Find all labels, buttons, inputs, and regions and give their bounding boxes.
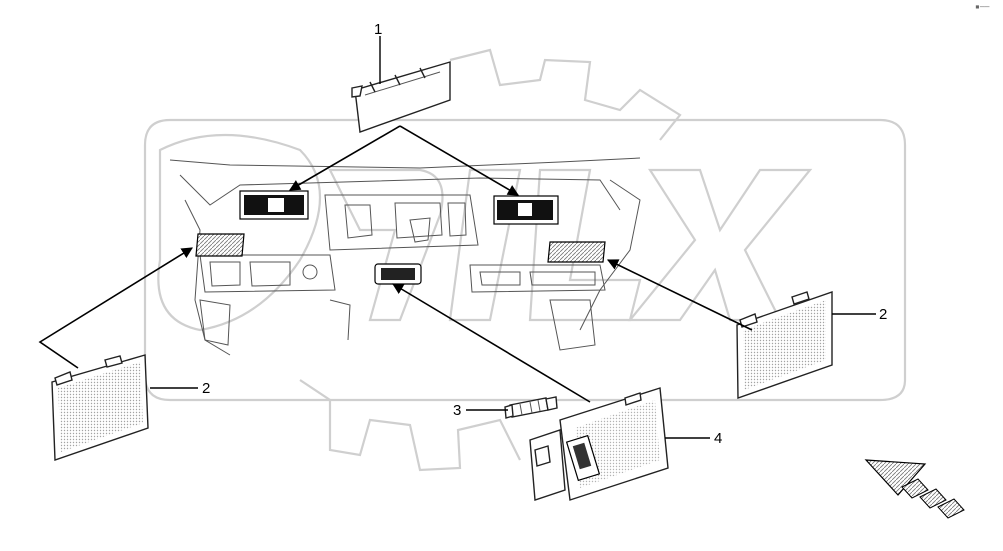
callout-3: 3 [453, 402, 461, 419]
assembly-arrows [38, 125, 753, 403]
watermark [143, 48, 907, 472]
part-2-lens-left [51, 354, 149, 461]
part-2-lens-right [736, 291, 833, 399]
visor-slot-right [493, 195, 559, 225]
part-3-bulb [504, 396, 558, 419]
part-1-lens [351, 61, 451, 133]
part-4-lamp [529, 387, 669, 501]
callout-1: 1 [374, 21, 382, 38]
dashboard-outline [169, 157, 641, 356]
center-lamp-slot [374, 263, 422, 285]
lens-slot-right [547, 241, 606, 263]
corner-mark: ▪‒‒ [975, 2, 990, 11]
lens-slot-left [195, 233, 245, 257]
callout-2-left: 2 [202, 380, 210, 397]
callout-leaders [150, 36, 876, 439]
orientation-arrow-icon [864, 459, 965, 519]
visor-slot-left [239, 190, 309, 220]
callout-2-right: 2 [879, 306, 887, 323]
callout-4: 4 [714, 430, 722, 447]
